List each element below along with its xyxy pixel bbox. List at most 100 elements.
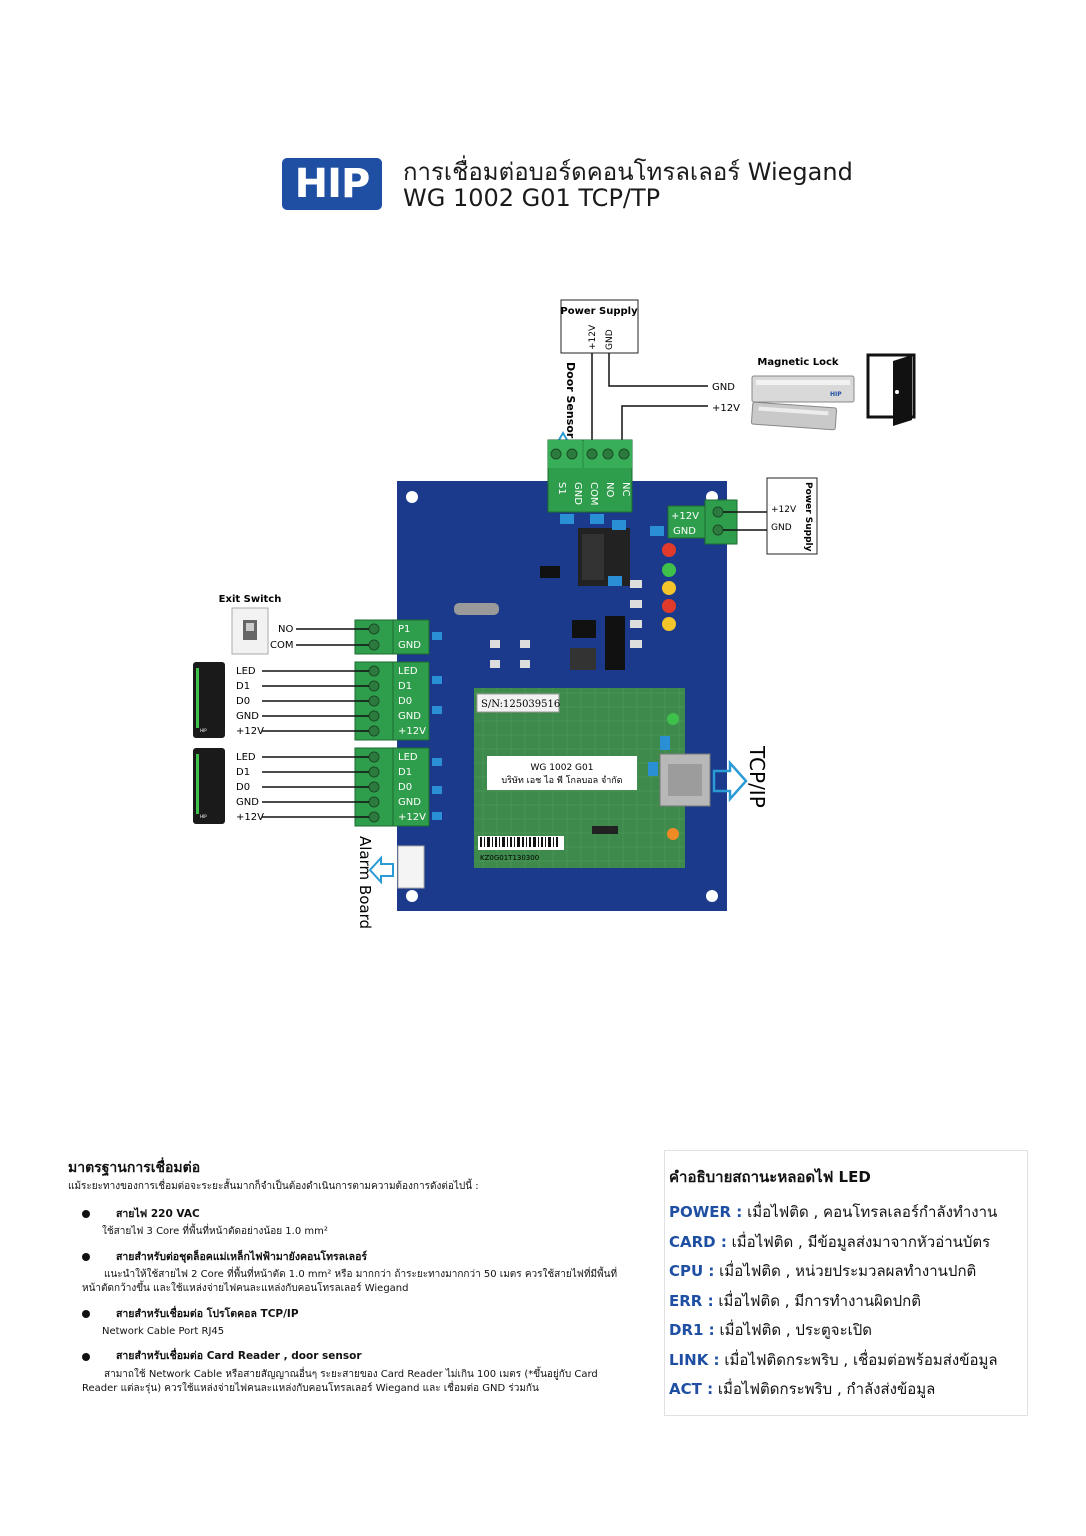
door-sensor-label: Door Sensor [564,362,577,439]
svg-text:GND: GND [771,523,792,533]
left-capacitors [432,632,442,820]
mount-hole-bl [406,890,418,902]
page-title: การเชื่อมต่อบอร์ดคอนโทรลเลอร์ Wiegand [403,158,853,186]
svg-text:HIP: HIP [200,728,207,733]
alarm-arrow [368,855,394,885]
tcpip-label: TCP/IP [745,745,769,808]
led-row-cpu: CPU : เมื่อไฟติด , หน่วยประมวลผลทำงานปกต… [669,1262,977,1280]
lock-gnd-label: GND [712,382,735,393]
serial-number: S/N:125039516 [481,699,560,710]
bullet-icon [82,1253,90,1262]
svg-text:+12V: +12V [771,505,797,515]
alarm-board-label: Alarm Board [356,836,374,929]
svg-text:Power Supply: Power Supply [803,482,813,552]
r1-12v-label: +12V [236,726,264,737]
resistor [454,603,499,615]
power-supply-top: Power Supply +12V GND [560,299,639,354]
barcode-text: KZ0G01T130300 [480,854,539,862]
led-row-err: ERR : เมื่อไฟติด , มีการทำงานผิดปกติ [669,1291,921,1310]
r1-led-label: LED [236,666,256,677]
barcode [480,837,558,847]
tcpip-arrow [712,759,748,803]
ic-small [540,566,560,578]
led-row-dr1: DR1 : เมื่อไฟติด , ประตูจะเปิด [669,1321,873,1339]
status-leds [662,543,676,631]
alarm-connector [397,845,425,889]
svg-text:GND: GND [398,711,421,722]
svg-text:+12V: +12V [398,726,426,737]
p1-terminal-block: P1 GND [354,619,430,655]
svg-text:COM: COM [588,482,599,505]
svg-text:D1: D1 [398,681,412,692]
svg-text:S1: S1 [556,482,567,495]
svg-text:D1: D1 [398,767,412,778]
led-row-link: LINK : เมื่อไฟติดกระพริบ , เชื่อมต่อพร้อ… [669,1350,998,1369]
svg-text:Power Supply: Power Supply [560,306,638,317]
svg-text:GND: GND [398,640,421,651]
svg-text:+12V: +12V [398,812,426,823]
mount-hole-tl [406,491,418,503]
svg-text:GND: GND [605,329,615,350]
wire-psu-gnd-lock [608,353,708,387]
door-icon [866,353,916,426]
standard-item-tcpip: สายสำหรับเชื่อมต่อ โปรโตคอล TCP/IP Netwo… [68,1307,628,1340]
r2-led-label: LED [236,752,256,763]
module-model: WG 1002 G01 [531,763,594,773]
reader1-wires [262,670,369,732]
svg-text:D0: D0 [398,782,412,793]
tcp-module: S/N:125039516 WG 1002 G01 บริษัท เอช ไอ … [474,688,685,868]
r1-d0-label: D0 [236,696,250,707]
wiring-diagram: Power Supply +12V GND GND +12V Magnetic … [193,299,916,929]
standards-intro: แม้ระยะทางของการเชื่อมต่อจะระยะสั้นมากก็… [68,1181,479,1193]
svg-text:GND: GND [673,526,696,537]
standard-item-lock: สายสำหรับต่อชุดล็อคแม่เหล็กไฟฟ้ามายังคอน… [82,1250,618,1295]
page-subtitle: WG 1002 G01 TCP/TP [403,184,661,212]
svg-text:HIP: HIP [830,391,842,398]
card-reader-2: HIP [193,748,225,824]
exit-no-label: NO [278,624,293,635]
svg-text:HIP: HIP [200,814,207,819]
hip-logo: HIP [282,158,382,210]
bullet-icon [82,1353,90,1362]
r2-d0-label: D0 [236,782,250,793]
led-status-panel: คำอธิบายสถานะหลอดไฟ LED POWER : เมื่อไฟต… [664,1150,1028,1416]
r2-12v-label: +12V [236,812,264,823]
led-row-act: ACT : เมื่อไฟติดกระพริบ , กำลังส่งข้อมูล [669,1380,936,1398]
wire-nc-lock [621,405,708,440]
mount-hole-br [706,890,718,902]
bullet-icon [82,1210,90,1219]
r1-gnd-label: GND [236,711,259,722]
svg-text:NC: NC [620,482,631,496]
svg-text:Exit Switch: Exit Switch [219,594,282,605]
svg-text:D0: D0 [398,696,412,707]
reader2-wires [262,756,369,818]
exit-com-label: COM [270,640,293,651]
module-company: บริษัท เอช ไอ พี โกลบอล จำกัด [501,775,622,786]
bullet-icon [82,1310,90,1319]
svg-text:LED: LED [398,752,418,763]
led-status-title: คำอธิบายสถานะหลอดไฟ LED [669,1168,871,1186]
r1-d1-label: D1 [236,681,250,692]
svg-text:GND: GND [398,797,421,808]
svg-text:+12V: +12V [588,324,598,350]
standard-item-reader: สายสำหรับเชื่อมต่อ Card Reader , door se… [82,1350,598,1395]
svg-text:Magnetic Lock: Magnetic Lock [757,357,839,368]
magnetic-lock: Magnetic Lock HIP [750,357,855,431]
led-row-card: CARD : เมื่อไฟติด , มีข้อมูลส่งมาจากหัวอ… [669,1232,991,1251]
svg-text:NO: NO [604,482,615,497]
r2-gnd-label: GND [236,797,259,808]
standard-item-power: สายไฟ 220 VAC ใช้สายไฟ 3 Core ที่พื้นที่… [68,1207,628,1240]
svg-text:+12V: +12V [671,511,699,522]
r2-d1-label: D1 [236,767,250,778]
svg-text:GND: GND [572,482,583,505]
svg-text:P1: P1 [398,624,410,635]
power-supply-right: +12V GND Power Supply [766,477,818,555]
chips [490,580,642,670]
led-row-power: POWER : เมื่อไฟติด , คอนโทรลเลอร์กำลังทำ… [669,1203,998,1221]
exit-switch: Exit Switch [219,594,282,655]
relay-terminal-block: S1 GND COM NO NC [547,439,633,513]
card-reader-1: HIP [193,662,225,738]
lock-12v-label: +12V [712,403,740,414]
standards-title: มาตรฐานการเชื่อมต่อ [68,1160,201,1176]
